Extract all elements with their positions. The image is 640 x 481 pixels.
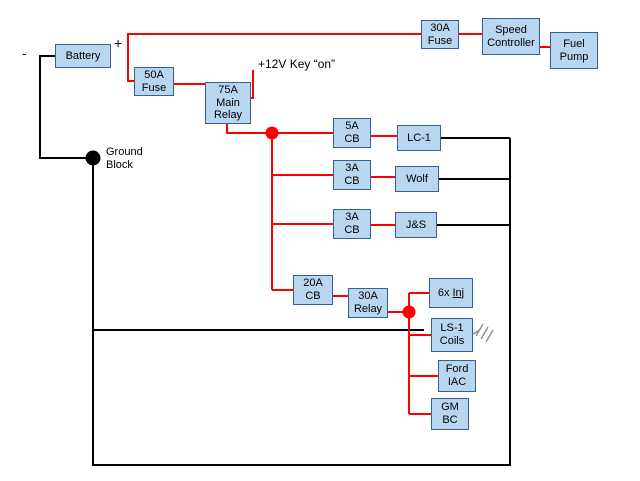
main-relay-75a-node: 75A Main Relay: [205, 82, 251, 124]
cb-3a-node-2: 3A CB: [333, 209, 371, 239]
ls1-coils-node: LS-1 Coils: [431, 318, 473, 352]
ford-iac-node: Ford IAC: [438, 360, 476, 392]
ground-block-label: Ground Block: [106, 146, 143, 171]
plus-label: +: [114, 35, 123, 51]
fuse-50a-node: 50A Fuse: [134, 67, 174, 96]
power-junction-dot-2: [402, 305, 416, 319]
injectors-prefix: 6x: [437, 286, 450, 299]
cb-20a-node: 20A CB: [293, 275, 333, 305]
fuse-30a-node: 30A Fuse: [421, 20, 459, 49]
keyon-to-relay-wire: [251, 70, 254, 99]
lc1-node: LC-1: [397, 125, 441, 151]
gm-bc-node: GM BC: [431, 398, 469, 430]
cb-5a-node: 5A CB: [333, 118, 371, 148]
fuel-pump-node: Fuel Pump: [550, 32, 598, 69]
wolf-node: Wolf: [395, 166, 439, 192]
minus-label: -: [22, 45, 27, 61]
relay-to-cb5-wire: [226, 124, 333, 134]
battery-negative-wire: [39, 55, 88, 159]
js-node: J&S: [395, 212, 437, 238]
cb-3a-node-1: 3A CB: [333, 160, 371, 190]
relay-30a-node: 30A Relay: [348, 288, 388, 318]
power-junction-dot-1: [265, 126, 279, 140]
injectors-word: Inj: [452, 286, 465, 299]
key-on-label: +12V Key “on”: [258, 57, 336, 71]
chassis-ground-icon: [472, 323, 494, 343]
battery-node: Battery: [55, 44, 111, 68]
ground-block-dot: [85, 150, 101, 166]
speed-controller-node: Speed Controller: [482, 18, 540, 55]
